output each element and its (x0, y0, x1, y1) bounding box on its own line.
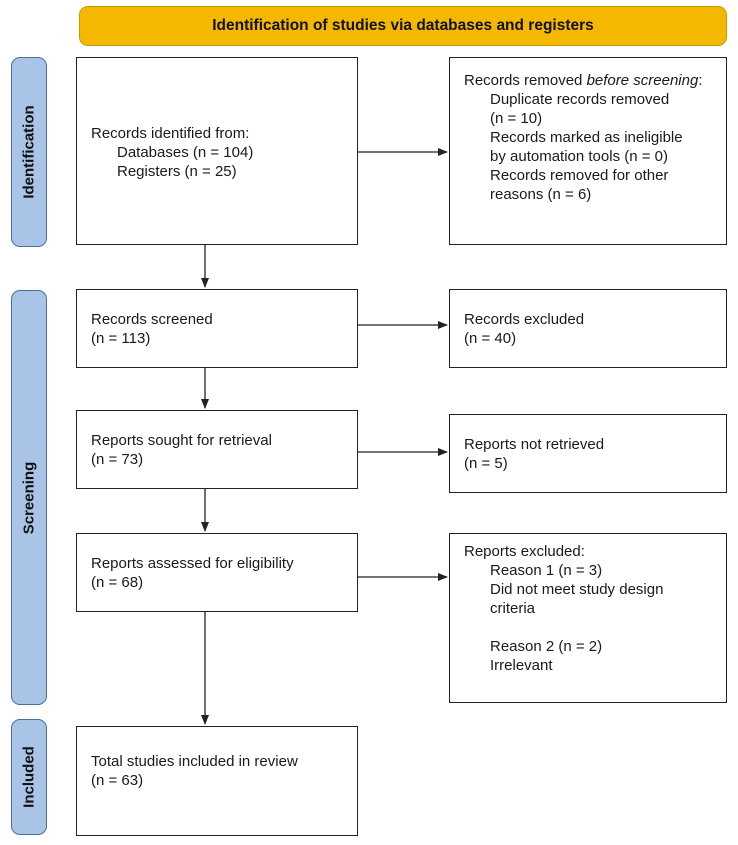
other-reasons-count: reasons (n = 6) (490, 186, 592, 203)
records-identified-databases: Databases (n = 104) (117, 144, 254, 161)
reports-not-retrieved-label: Reports not retrieved (464, 436, 605, 453)
reports-assessed-count: (n = 68) (91, 574, 144, 591)
phase-included: Included (11, 719, 47, 835)
reason-2-desc: Irrelevant (490, 657, 553, 674)
duplicates-removed: Duplicate records removed (490, 91, 670, 108)
records-identified-box: Records identified from: Databases (n = … (76, 57, 358, 245)
total-included-box: Total studies included in review (n = 63… (76, 726, 358, 836)
reports-sought-label: Reports sought for retrieval (91, 432, 272, 449)
records-screened-box: Records screened (n = 113) (76, 289, 358, 368)
reports-not-retrieved-count: (n = 5) (464, 455, 508, 472)
reports-not-retrieved-box: Reports not retrieved (n = 5) (449, 414, 727, 493)
header-title: Identification of studies via databases … (212, 17, 594, 34)
ineligible-automation-count: by automation tools (n = 0) (490, 148, 669, 165)
records-excluded-box: Records excluded (n = 40) (449, 289, 727, 368)
phase-identification: Identification (11, 57, 47, 247)
records-removed-box: Records removed before screening: Duplic… (449, 57, 727, 245)
ineligible-automation: Records marked as ineligible (490, 129, 683, 146)
reason-1-desc: Did not meet study design (490, 581, 664, 598)
reports-assessed-box: Reports assessed for eligibility (n = 68… (76, 533, 358, 612)
reports-sought-count: (n = 73) (91, 451, 144, 468)
records-identified-registers: Registers (n = 25) (117, 163, 237, 180)
reports-excluded-box: Reports excluded: Reason 1 (n = 3) Did n… (449, 533, 727, 703)
reports-sought-box: Reports sought for retrieval (n = 73) (76, 410, 358, 489)
records-screened-count: (n = 113) (91, 330, 151, 347)
phase-screening: Screening (11, 290, 47, 705)
total-included-label: Total studies included in review (91, 753, 298, 770)
reason-1: Reason 1 (n = 3) (490, 562, 603, 579)
reports-assessed-label: Reports assessed for eligibility (91, 555, 294, 572)
reports-excluded-title: Reports excluded: (464, 543, 585, 560)
header-banner: Identification of studies via databases … (79, 6, 727, 46)
duplicates-count: (n = 10) (490, 110, 543, 127)
reason-2: Reason 2 (n = 2) (490, 638, 603, 655)
total-included-count: (n = 63) (91, 772, 144, 789)
records-excluded-label: Records excluded (464, 311, 585, 328)
other-reasons: Records removed for other (490, 167, 669, 184)
reason-1-desc-cont: criteria (490, 600, 536, 617)
records-excluded-count: (n = 40) (464, 330, 517, 347)
records-screened-label: Records screened (91, 311, 213, 328)
records-identified-title: Records identified from: (91, 125, 250, 142)
records-removed-title: Records removed before screening: (464, 72, 703, 89)
